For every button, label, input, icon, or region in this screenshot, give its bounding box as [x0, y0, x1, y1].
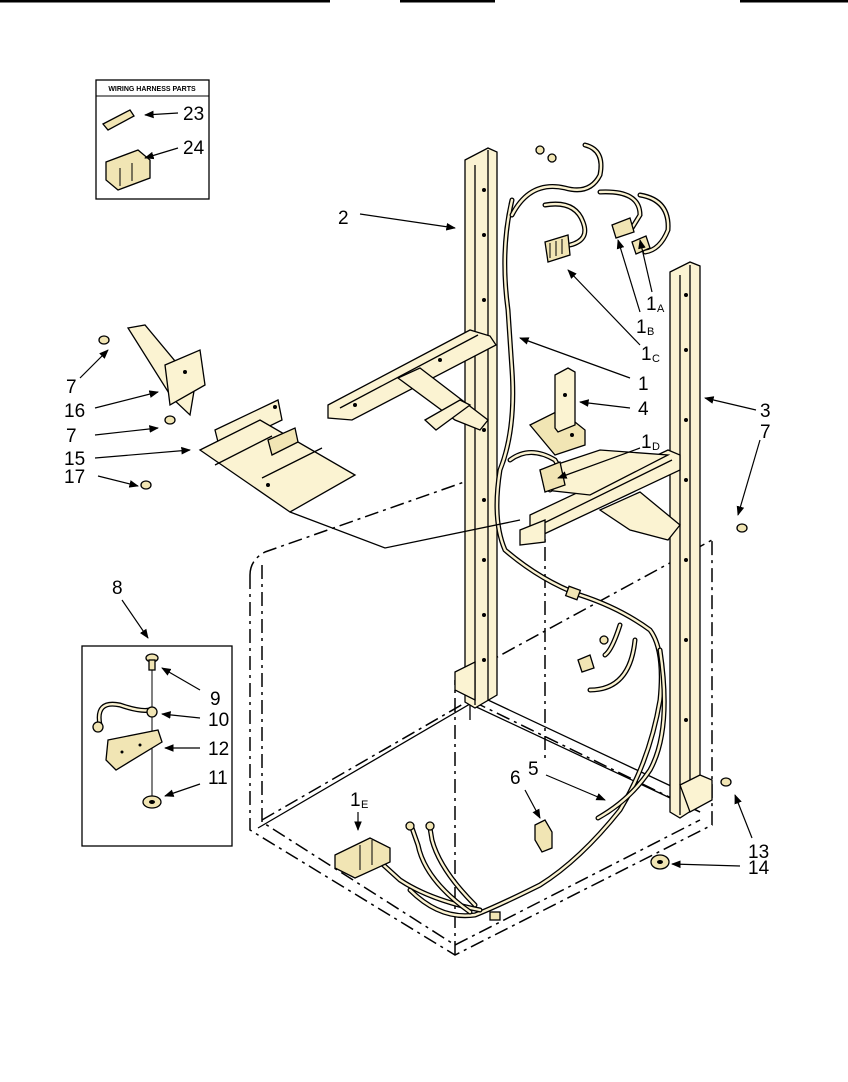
svg-text:E: E	[361, 799, 368, 811]
inset-title: WIRING HARNESS PARTS	[108, 86, 196, 93]
callout-9: 9	[210, 689, 221, 710]
foot-14	[650, 854, 670, 870]
connector-top	[535, 145, 557, 163]
inset-wiring-harness-parts: WIRING HARNESS PARTS	[95, 79, 210, 200]
part-10-ground-wire	[92, 701, 158, 733]
svg-text:C: C	[652, 353, 660, 365]
right-upright	[669, 261, 713, 819]
callout-23: 23	[183, 104, 204, 125]
left-cross-brace	[327, 329, 497, 431]
callout-7-right: 7	[760, 422, 771, 443]
callout-1c: 1 C	[641, 344, 660, 365]
callout-16: 16	[64, 401, 85, 422]
right-cross-brace	[519, 449, 681, 546]
part-11-washer	[142, 795, 162, 809]
svg-text:D: D	[652, 441, 660, 453]
callout-1: 1	[638, 374, 649, 395]
screws	[98, 335, 748, 870]
connector-1e	[334, 821, 435, 879]
callout-1e: 1 E	[350, 790, 368, 811]
part-12-clip	[105, 729, 163, 771]
part-24-housing	[105, 149, 151, 191]
svg-text:B: B	[647, 326, 654, 338]
callout-3: 3	[760, 401, 771, 422]
connector-1d	[539, 461, 566, 493]
bracket-4	[528, 367, 586, 456]
callout-1a: 1 A	[646, 294, 665, 315]
callout-7-mid: 7	[66, 426, 77, 447]
svg-text:1: 1	[646, 294, 657, 315]
inset-ground-kit	[81, 645, 233, 847]
svg-text:1: 1	[641, 432, 652, 453]
callout-17: 17	[64, 467, 85, 488]
part-9-screw	[145, 653, 159, 671]
callout-5: 5	[528, 759, 539, 780]
callout-1d: 1 D	[641, 432, 660, 453]
base-floor	[257, 699, 701, 829]
screw-7-top	[98, 335, 110, 345]
left-bracket-assembly	[126, 324, 521, 549]
screw-17	[140, 480, 152, 490]
svg-text:A: A	[657, 303, 665, 315]
svg-text:1: 1	[636, 317, 647, 338]
callout-2: 2	[338, 208, 349, 229]
screw-7-mid	[164, 415, 176, 425]
callout-8: 8	[112, 578, 123, 599]
callout-7-top: 7	[66, 377, 77, 398]
svg-text:1: 1	[350, 790, 361, 811]
svg-text:1: 1	[641, 344, 652, 365]
callout-4: 4	[638, 399, 649, 420]
callout-11: 11	[208, 768, 228, 789]
callout-1b: 1 B	[636, 317, 654, 338]
screw-7-right	[736, 523, 748, 533]
clip-6	[534, 819, 553, 853]
connector-1c	[544, 234, 571, 263]
leader-lines	[79, 110, 761, 869]
callout-14: 14	[748, 858, 770, 879]
callout-labels: 23 24 2 1 A 1 B 1 C 1 4 1 D 3 7 7 16 7 1…	[64, 104, 771, 879]
cabinet-outline	[249, 479, 713, 956]
connector-1b	[611, 217, 635, 239]
callout-10: 10	[208, 710, 229, 731]
callout-24: 24	[183, 138, 205, 159]
callout-13: 13	[748, 842, 769, 863]
callout-12: 12	[208, 739, 229, 760]
wire-harness	[375, 142, 671, 921]
callout-6: 6	[510, 768, 521, 789]
part-23-terminal	[101, 109, 135, 131]
callout-15: 15	[64, 449, 85, 470]
screw-13	[720, 777, 732, 787]
connector-mid	[577, 635, 609, 673]
